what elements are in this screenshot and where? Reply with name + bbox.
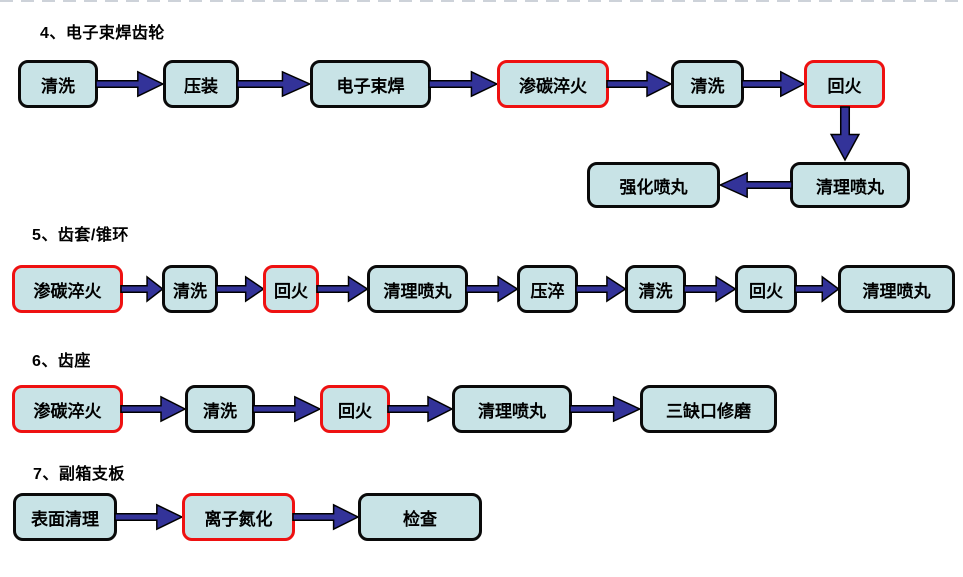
flow-node: 清理喷丸: [838, 265, 955, 313]
arrow-right-icon: [388, 395, 454, 423]
arrow-right-icon: [795, 275, 840, 303]
arrow-right-icon: [121, 275, 164, 303]
flow-node: 清洗: [625, 265, 686, 313]
flow-node: 强化喷丸: [587, 162, 720, 208]
arrow-right-icon: [607, 70, 673, 98]
flow-node: 清理喷丸: [367, 265, 468, 313]
flow-node: 清洗: [18, 60, 98, 108]
flow-node: 回火: [735, 265, 797, 313]
arrow-right-icon: [121, 395, 187, 423]
flow-node: 表面清理: [13, 493, 117, 541]
flow-node: 电子束焊: [310, 60, 431, 108]
arrow-right-icon: [96, 70, 165, 98]
section-6-title: 6、齿座: [32, 353, 91, 370]
arrow-right-icon: [570, 395, 642, 423]
flow-node: 离子氮化: [182, 493, 295, 541]
flow-node: 清洗: [671, 60, 744, 108]
arrow-right-icon: [317, 275, 369, 303]
arrow-right-icon: [293, 503, 360, 531]
section-4-title: 4、电子束焊齿轮: [40, 25, 165, 42]
flow-node: 清洗: [162, 265, 218, 313]
flow-node: 压装: [163, 60, 239, 108]
flow-node: 渗碳淬火: [497, 60, 609, 108]
flow-node: 三缺口修磨: [640, 385, 777, 433]
flow-node: 清理喷丸: [790, 162, 910, 208]
flow-node: 检查: [358, 493, 482, 541]
section-7-title: 7、副箱支板: [33, 466, 125, 483]
arrow-right-icon: [253, 395, 322, 423]
flow-node: 渗碳淬火: [12, 265, 123, 313]
flow-node: 清洗: [185, 385, 255, 433]
flow-node: 渗碳淬火: [12, 385, 123, 433]
arrow-right-icon: [237, 70, 312, 98]
flow-node: 压淬: [517, 265, 578, 313]
arrow-right-icon: [742, 70, 806, 98]
arrow-right-icon: [466, 275, 519, 303]
arrow-right-icon: [684, 275, 737, 303]
flow-node: 回火: [320, 385, 390, 433]
top-dashed-line: [0, 0, 963, 2]
flow-node: 回火: [263, 265, 319, 313]
arrow-left-icon: [718, 171, 792, 199]
arrow-right-icon: [576, 275, 627, 303]
arrow-right-icon: [216, 275, 265, 303]
arrow-right-icon: [115, 503, 184, 531]
arrow-down-icon: [829, 107, 861, 162]
section-5-title: 5、齿套/锥环: [32, 227, 129, 244]
flow-node: 清理喷丸: [452, 385, 572, 433]
flow-node: 回火: [804, 60, 885, 108]
arrow-right-icon: [429, 70, 499, 98]
